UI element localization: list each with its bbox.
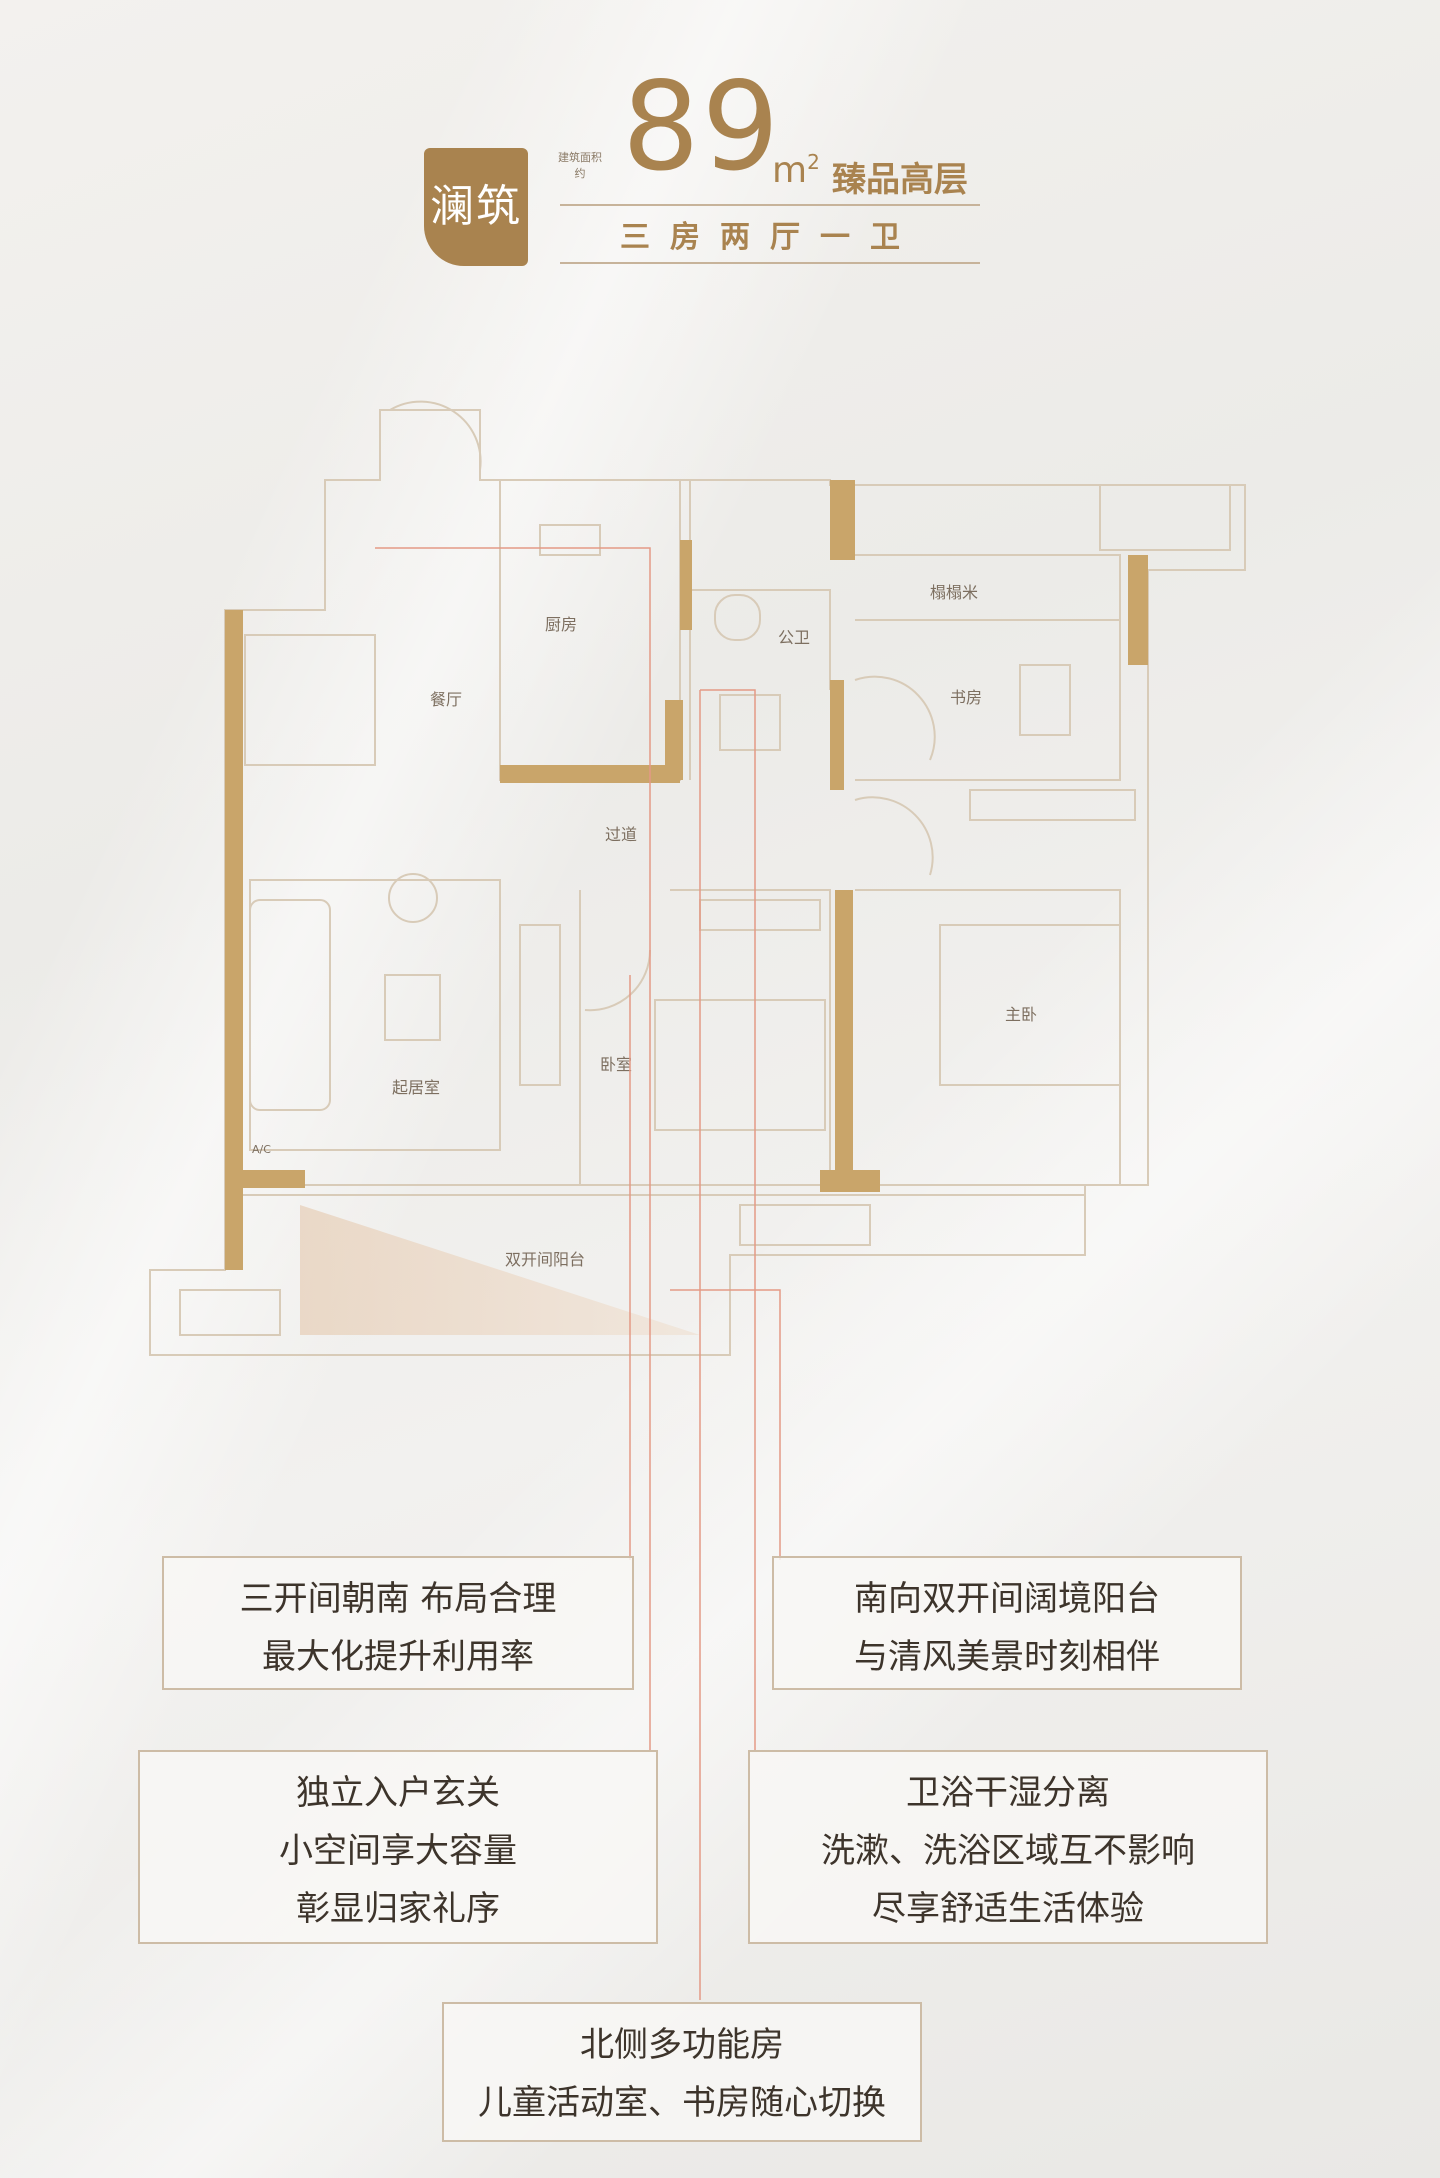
room-label-master: 主卧 [1005,1005,1037,1024]
area-value: 89 [622,56,782,198]
callout-bathroom: 卫浴干湿分离 洗漱、洗浴区域互不影响 尽享舒适生活体验 [748,1750,1268,1944]
header-rule-bottom [560,262,980,264]
layout-label: 三房两厅一卫 [620,220,920,255]
header-rule-top [560,204,980,206]
room-label-ac: A/C [252,1143,271,1156]
room-label-dining: 餐厅 [430,690,462,709]
leader-lines-lower [629,1400,781,2000]
room-label-tatami: 榻榻米 [930,583,978,602]
room-label-balcony: 双开间阳台 [505,1250,585,1269]
callout-entrance: 独立入户玄关 小空间享大容量 彰显归家礼序 [138,1750,658,1944]
room-label-living: 起居室 [392,1078,440,1097]
area-label: 建筑面积约 [558,151,602,180]
room-label-corridor: 过道 [605,825,637,844]
callout-balcony: 南向双开间阔境阳台 与清风美景时刻相伴 [772,1556,1242,1690]
area-unit: m2 [772,150,820,191]
callout-south-layout: 三开间朝南 布局合理 最大化提升利用率 [162,1556,634,1690]
room-label-kitchen: 厨房 [545,615,577,634]
type-label: 臻品高层 [832,160,968,200]
brand-badge: 澜筑 [424,148,528,266]
room-label-bedroom: 卧室 [600,1055,632,1074]
room-label-study: 书房 [950,688,982,707]
floor-plan: 厨房 餐厅 公卫 榻榻米 书房 过道 起居室 卧室 主卧 双开间阳台 A/C [149,400,1246,1400]
room-label-bathroom: 公卫 [778,628,810,647]
callout-multifunction-room: 北侧多功能房 儿童活动室、书房随心切换 [442,2002,922,2142]
